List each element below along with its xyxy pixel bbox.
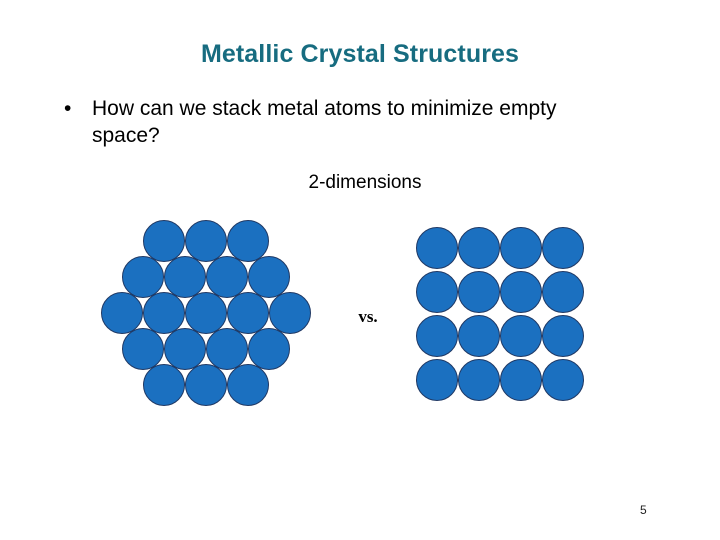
atom-circle <box>458 227 500 269</box>
bullet-list: • How can we stack metal atoms to minimi… <box>60 95 580 149</box>
atom-circle <box>164 328 206 370</box>
atom-circle <box>542 227 584 269</box>
atom-circle <box>143 220 185 262</box>
atom-circle <box>143 364 185 406</box>
atom-circle <box>500 315 542 357</box>
atom-circle <box>500 359 542 401</box>
atom-circle <box>101 292 143 334</box>
comparison-label: vs. <box>358 307 378 326</box>
atom-circle <box>542 315 584 357</box>
atom-circle <box>227 364 269 406</box>
bullet-point-icon: • <box>64 97 72 120</box>
square-packing-diagram <box>416 227 591 407</box>
atom-circle <box>458 359 500 401</box>
atom-circle <box>416 271 458 313</box>
atom-circle <box>458 271 500 313</box>
atom-circle <box>227 292 269 334</box>
page-title: Metallic Crystal Structures <box>200 40 520 68</box>
dimension-caption-label: 2-dimensions <box>308 172 422 193</box>
atom-circle <box>458 315 500 357</box>
atom-circle <box>500 227 542 269</box>
atom-circle <box>269 292 311 334</box>
page-number: 5 <box>640 503 647 517</box>
atom-circle <box>185 364 227 406</box>
atom-circle <box>206 256 248 298</box>
atom-circle <box>248 328 290 370</box>
list-item: • How can we stack metal atoms to minimi… <box>60 95 580 149</box>
atom-circle <box>500 271 542 313</box>
atom-circle <box>122 328 164 370</box>
atom-circle <box>164 256 206 298</box>
atom-circle <box>416 359 458 401</box>
atom-circle <box>416 315 458 357</box>
hexagonal-packing-diagram <box>101 220 316 416</box>
atom-circle <box>248 256 290 298</box>
atom-circle <box>122 256 164 298</box>
atom-circle <box>227 220 269 262</box>
atom-circle <box>185 292 227 334</box>
atom-circle <box>206 328 248 370</box>
atom-circle <box>143 292 185 334</box>
atom-circle <box>185 220 227 262</box>
bullet-item-label: How can we stack metal atoms to minimize… <box>92 97 557 147</box>
atom-circle <box>542 271 584 313</box>
atom-circle <box>542 359 584 401</box>
atom-circle <box>416 227 458 269</box>
